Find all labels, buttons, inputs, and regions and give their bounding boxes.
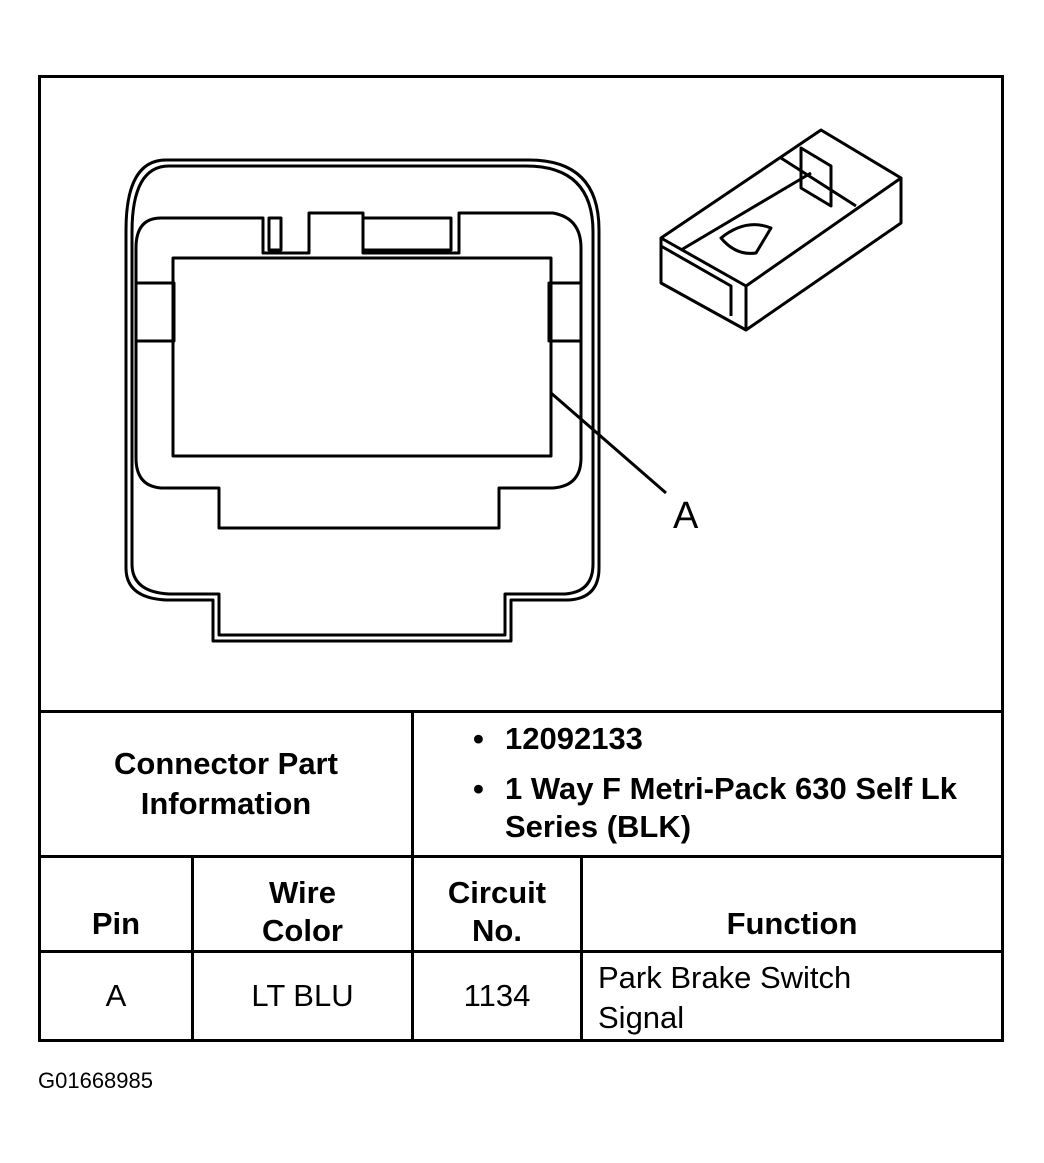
callout-leader-line — [550, 391, 667, 495]
connector-isometric — [659, 128, 903, 332]
connector-iso-front — [659, 238, 748, 332]
connector-side-slot-right — [547, 281, 583, 343]
connector-iso-nose — [660, 244, 733, 316]
cell-wire-color: LT BLU — [251, 978, 354, 1013]
connector-iso-slot — [719, 223, 773, 255]
info-item: • 12092133 — [473, 721, 643, 756]
callout-label-a: A — [673, 495, 699, 537]
cell-function: Park Brake Switch Signal — [598, 960, 852, 1035]
connector-part-info-list: • 12092133 • 1 Way F Metri-Pack 630 Self… — [473, 720, 998, 858]
terminal-cavity-a — [171, 256, 553, 458]
connector-side-slot-left — [134, 281, 176, 343]
connector-latch-tab-left — [267, 216, 283, 252]
divider-col-circuit — [580, 855, 583, 1039]
connector-frame: A Connector Part Information • 12092133 … — [38, 75, 1004, 1042]
divider-info-table — [41, 855, 1001, 858]
connector-iso-top — [659, 128, 903, 288]
divider-top — [41, 710, 1001, 713]
header-wire-color: Wire Color — [262, 875, 343, 948]
connector-iso-lock — [799, 146, 833, 208]
divider-header-row — [41, 950, 1001, 953]
connector-iso-side — [745, 178, 903, 332]
connector-inner-shoulder — [134, 211, 583, 530]
connector-housing-outline-inner — [130, 164, 595, 637]
connector-latch-tab-right — [361, 216, 453, 252]
header-pin: Pin — [91, 906, 141, 941]
divider-col-pin — [191, 855, 194, 1039]
connector-drawing: A — [124, 128, 903, 643]
info-item: • 1 Way F Metri-Pack 630 Self Lk Series … — [473, 771, 957, 844]
connector-housing-outline — [124, 158, 601, 643]
figure-id: G01668985 — [38, 1068, 153, 1093]
header-function: Function — [726, 906, 858, 941]
header-circuit-no: Circuit No. — [447, 875, 547, 948]
cell-pin: A — [105, 978, 127, 1013]
divider-col-wire — [411, 855, 414, 1039]
cell-circuit-no: 1134 — [463, 978, 531, 1013]
divider-info-col — [411, 710, 414, 858]
connector-part-info-label: Connector Part Information — [114, 746, 338, 821]
